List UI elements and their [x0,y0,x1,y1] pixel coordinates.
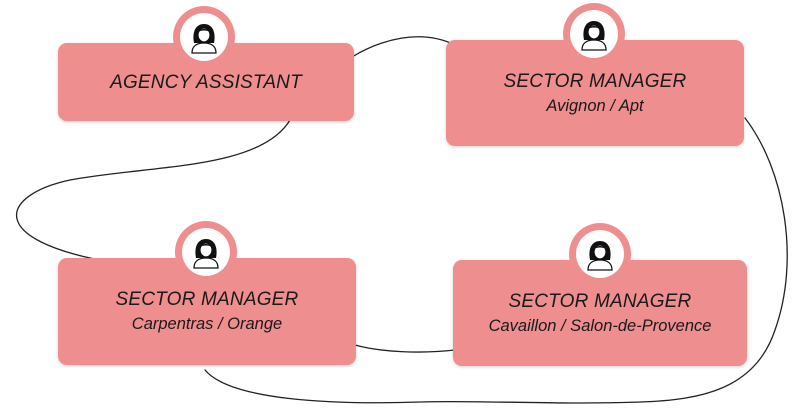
sector-manager-carpentras-avatar [175,221,237,283]
sector-manager-cavaillon-subtitle: Cavaillon / Salon-de-Provence [488,316,712,335]
woman-avatar-icon [581,21,607,51]
sector-manager-avignon-title: SECTOR MANAGER [503,70,687,92]
woman-avatar-icon [587,241,613,271]
sector-manager-carpentras-title: SECTOR MANAGER [115,289,299,310]
agency-assistant-title: AGENCY ASSISTANT [110,71,302,93]
woman-avatar-icon [191,24,217,54]
sector-manager-carpentras-subtitle: Carpentras / Orange [131,315,283,333]
connector-path [16,36,788,404]
sector-manager-avignon-avatar [563,3,625,65]
sector-manager-cavaillon-avatar [569,223,631,285]
agency-assistant-avatar [173,6,235,68]
sector-manager-avignon-subtitle: Avignon / Apt [546,96,644,115]
sector-manager-cavaillon-title: SECTOR MANAGER [508,290,692,312]
woman-avatar-icon [193,239,219,269]
